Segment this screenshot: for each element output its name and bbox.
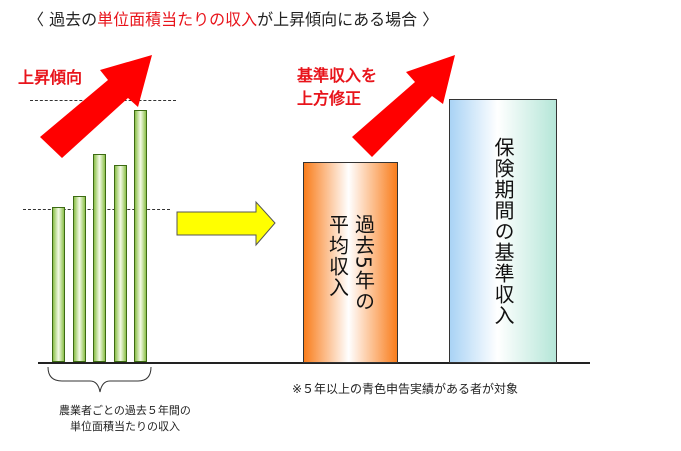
blue-box-text: 保険期間の基準収入	[491, 136, 515, 326]
income-bar-3	[93, 154, 106, 362]
past-5yr-average-income-box: 過去5年の平均収入	[303, 162, 398, 363]
title-highlight: 単位面積当たりの収入	[97, 10, 258, 29]
yellow-right-arrow	[176, 200, 276, 247]
revise-label-line2: 上方修正	[297, 89, 362, 108]
income-bar-1	[52, 206, 65, 362]
baseline	[38, 362, 590, 364]
income-bar-2	[73, 196, 86, 362]
brace-icon	[47, 366, 152, 393]
diagram-title: 〈 過去の単位面積当たりの収入が上昇傾向にある場合 〉	[28, 6, 438, 30]
orange-col2: 平均収入	[325, 213, 350, 298]
bars-caption: 農業者ごとの過去５年間の単位面積当たりの収入	[40, 403, 210, 435]
orange-box-text: 過去5年の平均収入	[325, 214, 377, 312]
left-red-trend-arrow	[40, 55, 152, 158]
orange-col1: 過去5年の	[351, 213, 376, 312]
income-bar-4	[114, 164, 127, 362]
caption-line2: 単位面積当たりの収入	[70, 420, 180, 433]
footnote: ※５年以上の青色申告実績がある者が対象	[292, 382, 519, 396]
right-red-trend-arrow	[352, 55, 455, 157]
title-suffix: が上昇傾向にある場合 〉	[257, 10, 439, 29]
upward-trend-label: 上昇傾向	[18, 68, 83, 87]
standard-income-box: 保険期間の基準収入	[449, 99, 557, 363]
caption-line1: 農業者ごとの過去５年間の	[59, 404, 191, 417]
revise-label-line1: 基準収入を	[297, 66, 378, 85]
title-prefix: 〈 過去の	[28, 10, 98, 29]
income-bar-5	[134, 109, 147, 362]
